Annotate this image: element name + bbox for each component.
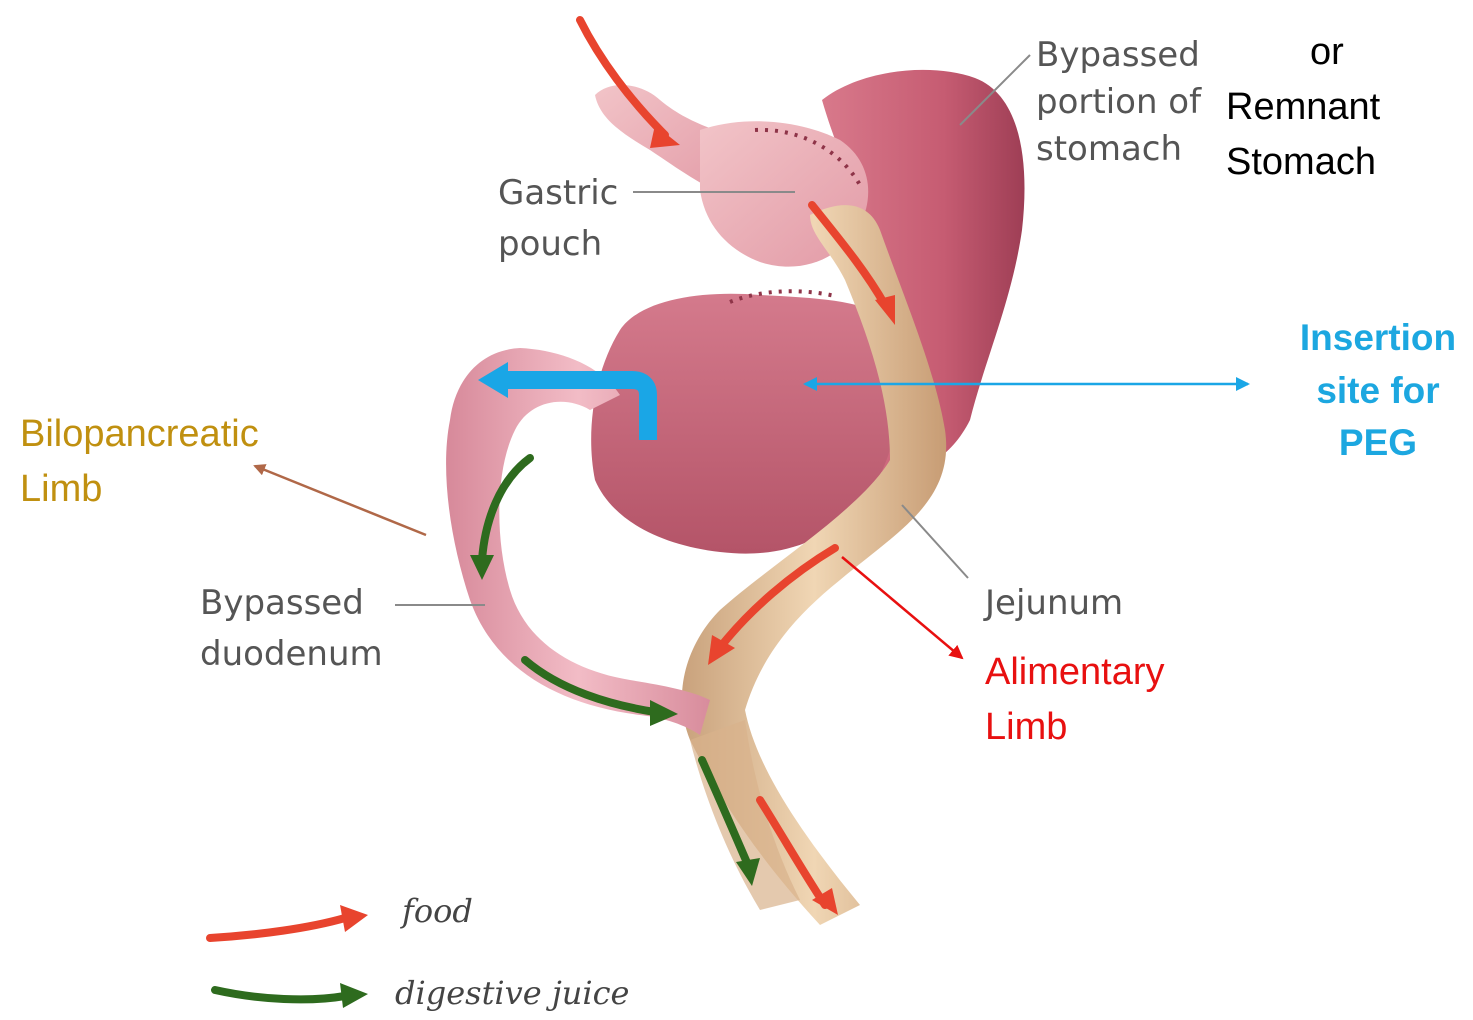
legend-food-label: food [402, 893, 473, 931]
gastric-pouch-label: Gastric pouch [498, 168, 618, 270]
alimentary-pointer [842, 557, 962, 658]
insertion-site-label: Insertion site for PEG [1283, 312, 1473, 470]
food-arrow-icon [210, 918, 345, 938]
digestive-juice-arrow-icon [215, 990, 345, 999]
bypassed-portion-label: Bypassed portion of stomach [1036, 30, 1201, 175]
legend-digestive-juice-label: digestive juice [395, 975, 629, 1013]
remnant-stomach-label: or Remnant Stomach [1226, 25, 1380, 190]
bilopancreatic-pointer [255, 466, 426, 535]
alimentary-limb-label: Alimentary Limb [985, 645, 1165, 755]
bypassed-duodenum-label: Bypassed duodenum [200, 578, 383, 680]
jejunum-label: Jejunum [985, 578, 1123, 629]
bilopancreatic-limb-label: Bilopancreatic Limb [20, 407, 259, 517]
legend-food-arrow [210, 905, 368, 938]
legend-juice-arrow [215, 983, 368, 1008]
